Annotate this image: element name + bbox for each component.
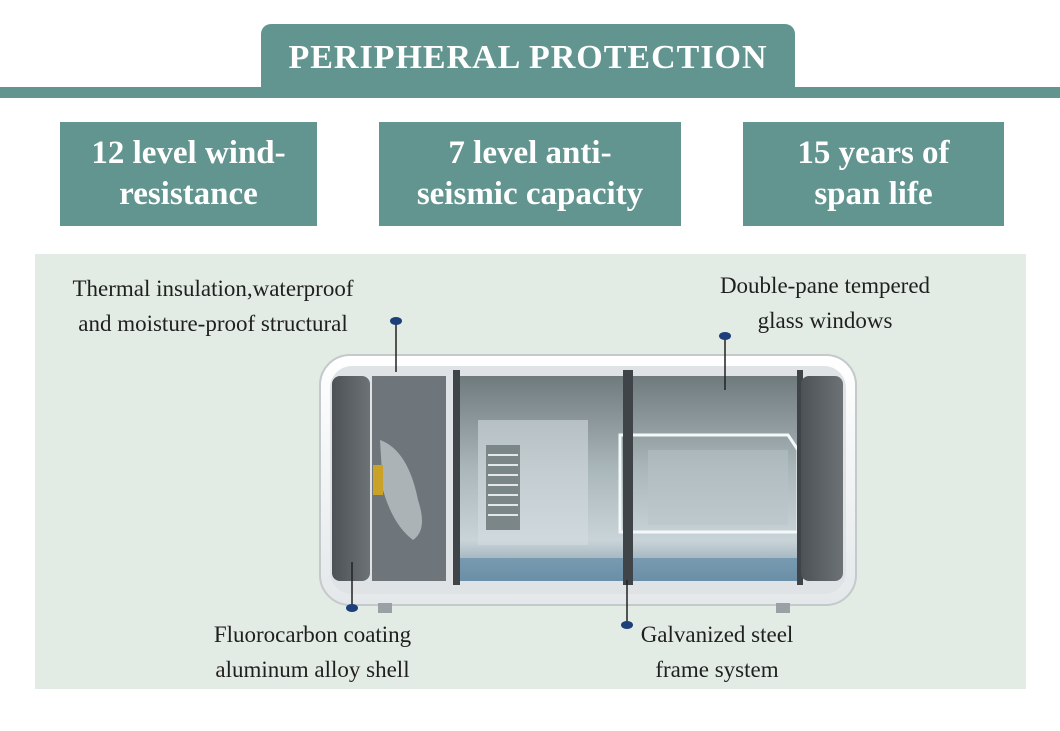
title-divider (0, 87, 1060, 98)
feature-text-line1: 12 level wind- (91, 135, 286, 171)
side-panel-left (332, 376, 370, 581)
callout-line1: Thermal insulation,waterproof (72, 276, 354, 301)
marker-dot-coating (346, 604, 358, 612)
marker-dot-insulation (390, 317, 402, 325)
callout-line2: and moisture-proof structural (78, 311, 348, 336)
callout-line2: aluminum alloy shell (215, 657, 410, 682)
side-panel-right (801, 376, 843, 581)
callout-line1: Double-pane tempered (719, 273, 931, 298)
frame-mullion (623, 370, 633, 585)
feature-text-line2: seismic capacity (416, 176, 644, 212)
feature-card-span-life: 15 years of span life (743, 122, 1004, 226)
callout-line1: Fluorocarbon coating (213, 622, 412, 647)
callout-line2: glass windows (757, 308, 893, 333)
marker-dot-windows (719, 332, 731, 340)
callout-aluminum-shell: Fluorocarbon coating aluminum alloy shel… (190, 617, 435, 687)
page-title: PERIPHERAL PROTECTION (288, 39, 768, 76)
feature-text-line2: resistance (119, 176, 258, 212)
marker-dot-frame (621, 621, 633, 629)
capsule-pod-illustration (319, 317, 857, 629)
callout-glass-windows: Double-pane tempered glass windows (700, 268, 950, 338)
support-foot-left (378, 603, 392, 613)
callout-steel-frame: Galvanized steel frame system (622, 617, 812, 687)
support-foot-right (776, 603, 790, 613)
callout-thermal-insulation: Thermal insulation,waterproof and moistu… (58, 271, 368, 341)
feature-text-line2: span life (814, 176, 933, 212)
feature-text-line1: 7 level anti- (448, 135, 612, 171)
callout-line1: Galvanized steel (640, 622, 794, 647)
door-handle (373, 465, 383, 495)
feature-text-line1: 15 years of (797, 135, 950, 171)
feature-card-anti-seismic: 7 level anti- seismic capacity (379, 122, 681, 226)
section-title-tab: PERIPHERAL PROTECTION (261, 24, 795, 94)
feature-card-wind-resistance: 12 level wind- resistance (60, 122, 317, 226)
callout-line2: frame system (655, 657, 779, 682)
